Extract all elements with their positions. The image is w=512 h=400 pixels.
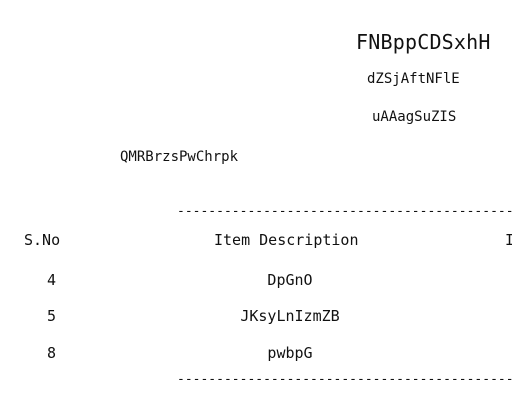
- table-row-2-description: JKsyLnIzmZB: [240, 307, 340, 325]
- table-row-1-serial-number: 4: [47, 271, 57, 289]
- table-row-3-description: pwbpG: [267, 344, 313, 362]
- column-header-serial-number: S.No: [24, 231, 61, 249]
- left-note-text: QMRBrzsPwChrpk: [120, 149, 239, 165]
- document-title: FNBppCDSxhH: [356, 30, 491, 54]
- document-subtitle-secondary: uAAagSuZIS: [372, 109, 457, 125]
- document-subtitle-primary: dZSjAftNFlE: [367, 71, 460, 87]
- table-row-2-serial-number: 5: [47, 307, 57, 325]
- column-header-partial: I: [505, 231, 512, 249]
- column-header-item-description: Item Description: [214, 231, 359, 249]
- table-row-3-serial-number: 8: [47, 344, 57, 362]
- table-top-separator: ----------------------------------------…: [177, 205, 512, 218]
- table-row-1-description: DpGnO: [267, 271, 313, 289]
- table-bottom-separator: ----------------------------------------…: [177, 373, 512, 386]
